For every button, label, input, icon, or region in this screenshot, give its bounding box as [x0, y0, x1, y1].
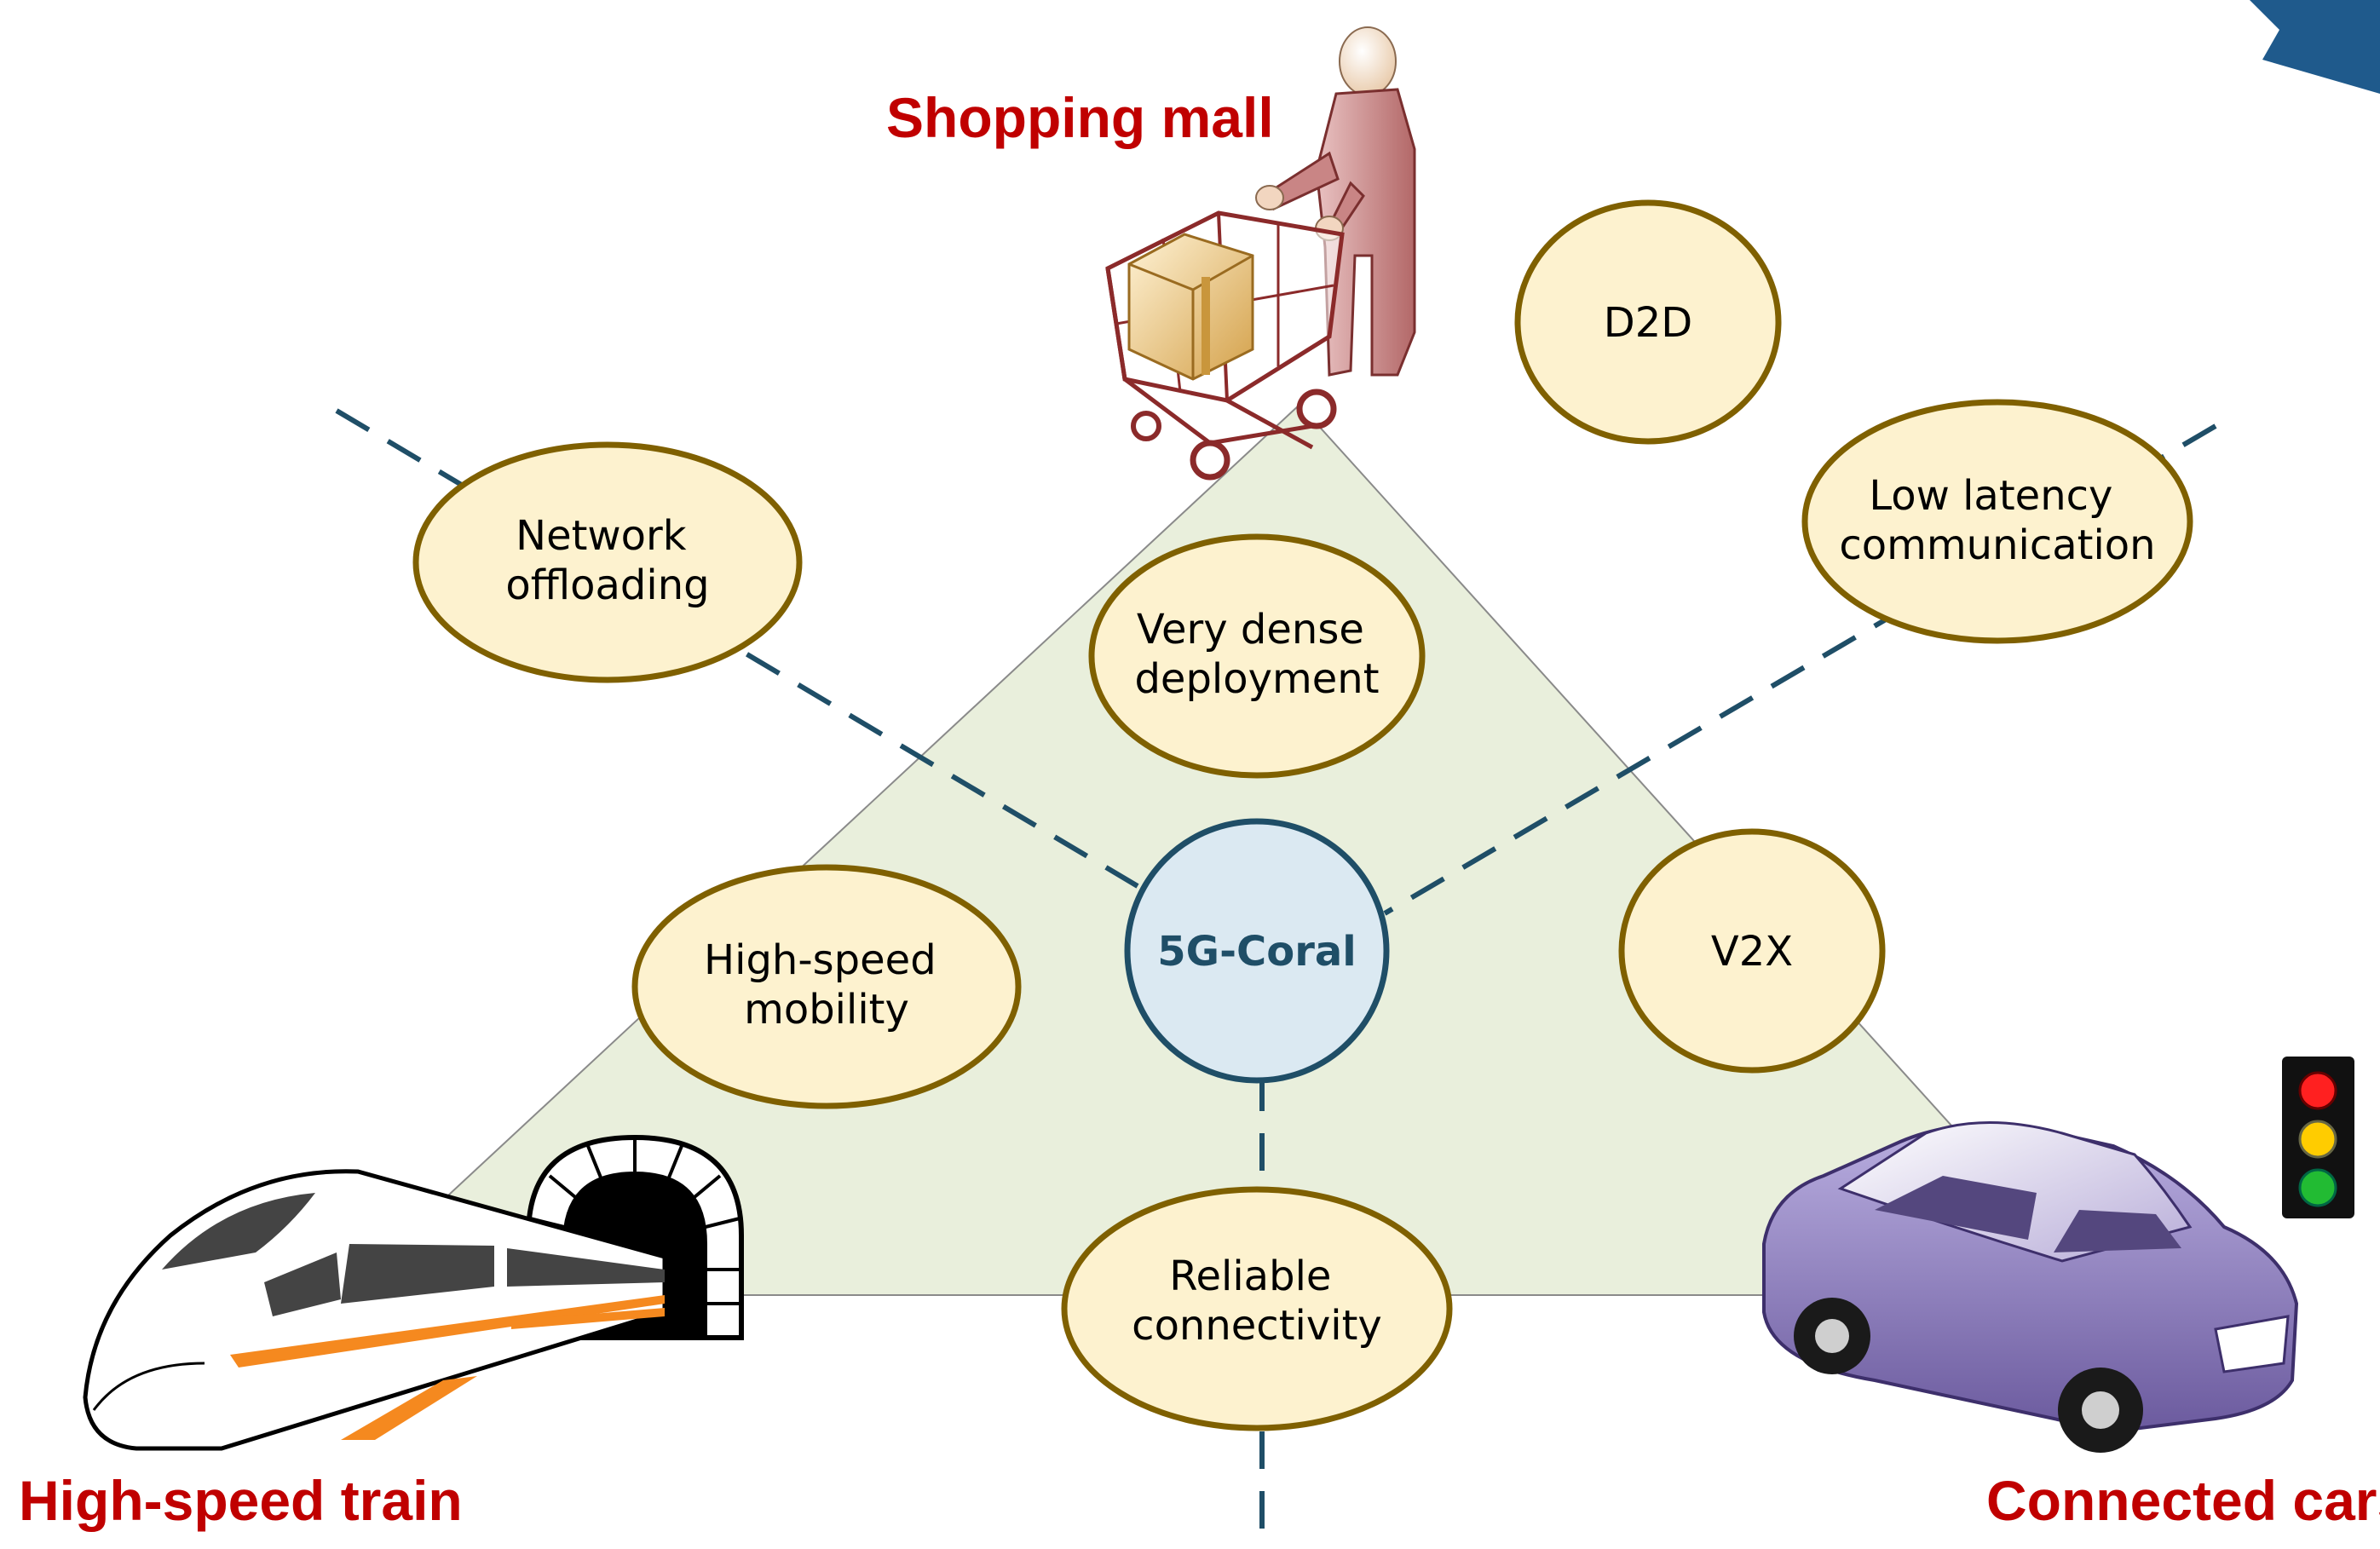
- feature-oval-reliable-connectivity: Reliable connectivity: [1061, 1186, 1453, 1431]
- feature-label-network-offloading-line2: offloading: [505, 561, 709, 609]
- feature-oval-network-offloading: Network offloading: [412, 441, 803, 683]
- feature-label-reliable-line1: Reliable: [1169, 1252, 1331, 1300]
- car-icon: [1762, 1121, 2299, 1453]
- high-speed-train-icon: [83, 1169, 667, 1451]
- scenario-label-connected-cars: Connected cars: [1986, 1469, 2380, 1532]
- traffic-light-icon: [2282, 1057, 2354, 1218]
- svg-text:Very dense deployment: Very dense deployment: [1134, 606, 1379, 703]
- connector-low-latency: [1383, 423, 2217, 916]
- scenario-label-high-speed-train: High-speed train: [19, 1469, 463, 1532]
- svg-text:Low latency communicatio: Low latency communication: [1839, 472, 2155, 569]
- feature-oval-low-latency-communication: Low latency communication: [1801, 399, 2193, 644]
- feature-label-low-latency-line2: communication: [1839, 521, 2155, 569]
- scenario-label-shopping-mall: Shopping mall: [886, 86, 1274, 149]
- shopper-cart-icon: [1105, 26, 1416, 481]
- svg-text:High-speed mobility: High-speed mobility: [704, 936, 949, 1034]
- feature-label-reliable-line2: connectivity: [1132, 1302, 1382, 1350]
- feature-label-very-dense-line1: Very dense: [1137, 606, 1364, 654]
- feature-label-high-speed-line1: High-speed: [704, 936, 936, 984]
- svg-text:Network offloading: Network offloading: [505, 512, 709, 609]
- center-node: 5G-Coral: [1124, 818, 1390, 1084]
- feature-label-network-offloading-line1: Network: [516, 512, 687, 560]
- feature-oval-d2d: D2D: [1514, 199, 1782, 445]
- feature-oval-v2x: V2X: [1618, 828, 1886, 1074]
- feature-label-very-dense-line2: deployment: [1134, 655, 1379, 703]
- svg-text:Reliable connectivity: Reliable connectivity: [1132, 1252, 1382, 1350]
- feature-oval-high-speed-mobility: High-speed mobility: [631, 864, 1022, 1109]
- feature-label-low-latency-line1: Low latency: [1869, 472, 2112, 520]
- feature-label-v2x: V2X: [1711, 928, 1793, 976]
- center-label: 5G-Coral: [1157, 928, 1356, 976]
- corner-banner-icon: [2250, 0, 2380, 94]
- feature-oval-very-dense-deployment: Very dense deployment: [1088, 533, 1426, 779]
- feature-label-high-speed-line2: mobility: [744, 986, 909, 1034]
- feature-label-d2d: D2D: [1604, 299, 1692, 347]
